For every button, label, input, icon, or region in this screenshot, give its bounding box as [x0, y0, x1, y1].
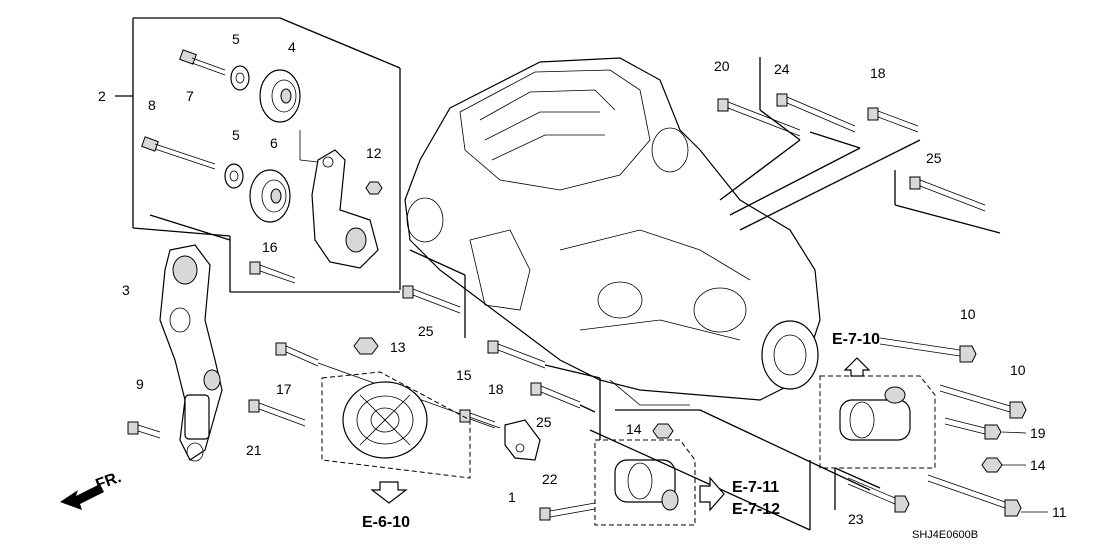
callout-6: 6	[270, 135, 278, 151]
callout-20: 20	[714, 58, 730, 74]
bolt-25-middle	[402, 285, 461, 314]
callout-3: 3	[122, 282, 130, 298]
bolt-11	[927, 474, 1022, 517]
leader-lines-bolts-25-18	[544, 364, 601, 440]
bolt-8	[141, 136, 216, 170]
callout-18b: 18	[488, 381, 504, 397]
callout-15: 15	[456, 367, 472, 383]
callout-14b: 14	[1030, 457, 1046, 473]
reference-e-7-12[interactable]: E-7-12	[732, 501, 780, 518]
callout-17: 17	[276, 381, 292, 397]
bracket-1	[504, 419, 541, 461]
callout-25c: 25	[536, 414, 552, 430]
bolt-24	[776, 93, 856, 133]
callout-5b: 5	[232, 127, 240, 143]
callout-11: 11	[1052, 504, 1067, 520]
callout-18a: 18	[870, 65, 886, 81]
right-arrow-e711	[699, 476, 725, 512]
up-arrow-e710	[843, 357, 871, 377]
callout-7: 7	[186, 88, 194, 104]
nut-14-center	[652, 423, 674, 439]
belt-tensioner	[299, 130, 379, 269]
down-arrow-e610	[370, 481, 408, 504]
bolt-9	[127, 421, 161, 439]
starter-motor	[594, 439, 696, 526]
bolt-25-top	[909, 176, 986, 212]
nut-12	[365, 181, 383, 195]
idler-pulley-6	[249, 169, 291, 223]
bolt-10-upper	[879, 337, 977, 363]
callout-5a: 5	[232, 31, 240, 47]
bolt-21	[248, 399, 306, 427]
callout-4: 4	[288, 39, 296, 55]
callout-10b: 10	[1010, 362, 1026, 378]
bolt-7	[179, 49, 226, 76]
callout-25a: 25	[418, 323, 434, 339]
reference-e-7-10[interactable]: E-7-10	[832, 331, 880, 348]
callout-23: 23	[848, 511, 864, 527]
callout-22: 22	[542, 471, 558, 487]
callout-25b: 25	[926, 150, 942, 166]
callout-19: 19	[1030, 425, 1046, 441]
bolt-20	[717, 98, 801, 137]
callout-2: 2	[98, 88, 106, 104]
bolt-25-lower	[530, 382, 581, 409]
diagram-code: SHJ4E0600B	[912, 529, 978, 541]
callout-24: 24	[774, 61, 790, 77]
callout-16: 16	[262, 239, 278, 255]
callout-13: 13	[390, 339, 406, 355]
reference-e-7-11[interactable]: E-7-11	[732, 479, 779, 496]
front-marker-label: FR.	[94, 469, 124, 494]
callout-1: 1	[508, 489, 516, 505]
leader-lines-top	[719, 57, 1001, 234]
callout-14a: 14	[626, 421, 642, 437]
reference-e-6-10[interactable]: E-6-10	[362, 514, 410, 531]
front-arrow-icon	[60, 484, 104, 510]
callout-8: 8	[148, 97, 156, 113]
bolt-10-lower	[939, 384, 1027, 419]
nut-13	[353, 337, 379, 355]
bolt-18-top	[867, 107, 919, 133]
alternator	[321, 371, 471, 479]
callout-21: 21	[246, 442, 262, 458]
leader-lines-middle	[149, 214, 466, 338]
callout-12: 12	[366, 145, 382, 161]
bolt-18-lower	[487, 340, 546, 369]
washer-5b	[224, 163, 244, 189]
mount-bracket-3	[159, 244, 223, 462]
washer-5a	[230, 65, 250, 91]
tensioner-group-bracket	[115, 17, 401, 293]
nut-14-right	[981, 457, 1003, 473]
starter-motor-right	[819, 375, 936, 469]
idler-pulley-4	[259, 69, 301, 123]
leader-lines-lower-right	[589, 409, 881, 531]
bolt-15	[459, 409, 496, 429]
bolt-22	[539, 502, 596, 521]
callout-10a: 10	[960, 306, 976, 322]
bolt-23	[847, 477, 910, 513]
engine-assembly	[404, 57, 821, 406]
bolt-19	[944, 417, 1002, 440]
bolt-16	[249, 261, 296, 284]
callout-9: 9	[136, 376, 144, 392]
